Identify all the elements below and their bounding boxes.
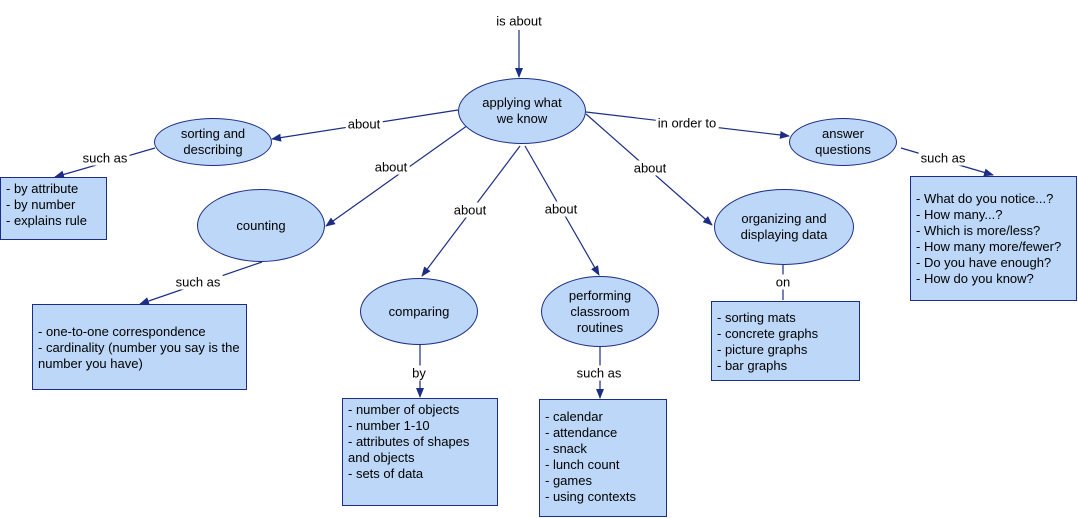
label-such-as-sorting: such as (80, 150, 130, 166)
list-item: - one-to-one correspondence (38, 324, 206, 339)
list-item: - snack (545, 441, 587, 456)
list-item: - attributes of shapes and objects (348, 434, 470, 465)
label-such-as-answer: such as (918, 150, 968, 166)
node-answer-questions: answer questions (789, 118, 897, 166)
label-on-organizing: on (773, 274, 793, 290)
list-item: - explains rule (6, 213, 87, 228)
list-item: - Do you have enough? (916, 255, 1052, 270)
node-performing-classroom-routines: performing classroom routines (541, 276, 659, 347)
list-item: - How do you know? (916, 271, 1034, 286)
list-item: - number of objects (348, 402, 460, 417)
label-such-as-routines: such as (574, 365, 624, 381)
label-in-order-to: in order to (655, 115, 719, 131)
label-about-routines: about (542, 201, 580, 217)
list-routines: - calendar - attendance - snack - lunch … (539, 399, 667, 517)
list-item: - concrete graphs (717, 326, 819, 341)
label-by-comparing: by (410, 365, 428, 381)
list-item: - games (545, 473, 592, 488)
list-item: - How many more/fewer? (916, 239, 1062, 254)
list-item: - picture graphs (717, 342, 808, 357)
list-item: - using contexts (545, 489, 637, 504)
list-item: - calendar (545, 409, 603, 424)
label-about-comparing: about (451, 202, 489, 218)
node-applying-what-we-know: applying what we know (458, 78, 586, 144)
list-item: - by number (6, 197, 76, 212)
label-about-organizing: about (631, 160, 669, 176)
node-counting: counting (197, 189, 325, 262)
label-is-about: is about (494, 13, 544, 29)
node-comparing: comparing (360, 278, 478, 345)
node-organizing-and-displaying-data: organizing and displaying data (714, 189, 854, 265)
node-sorting-and-describing: sorting and describing (154, 118, 272, 166)
list-item: - What do you notice...? (916, 191, 1054, 206)
list-item: - bar graphs (717, 358, 788, 373)
label-such-as-counting: such as (173, 274, 223, 290)
list-counting: - one-to-one correspondence - cardinalit… (32, 304, 247, 390)
list-item: - How many...? (916, 207, 1003, 222)
label-about-sorting: about (345, 116, 383, 132)
list-item: - sorting mats (717, 310, 796, 325)
label-about-counting: about (372, 159, 410, 175)
list-item: - cardinality (number you say is the num… (38, 340, 240, 371)
list-item: - by attribute (6, 181, 79, 196)
list-item: - lunch count (545, 457, 620, 472)
list-item: - attendance (545, 425, 618, 440)
list-item: - Which is more/less? (916, 223, 1041, 238)
list-sorting: - by attribute - by number - explains ru… (0, 177, 107, 240)
list-comparing: - number of objects - number 1-10 - attr… (342, 398, 498, 506)
list-answer-questions: - What do you notice...? - How many...? … (910, 176, 1077, 301)
list-item: - number 1-10 (348, 418, 430, 433)
list-item: - sets of data (348, 466, 424, 481)
list-organizing: - sorting mats - concrete graphs - pictu… (711, 301, 860, 381)
